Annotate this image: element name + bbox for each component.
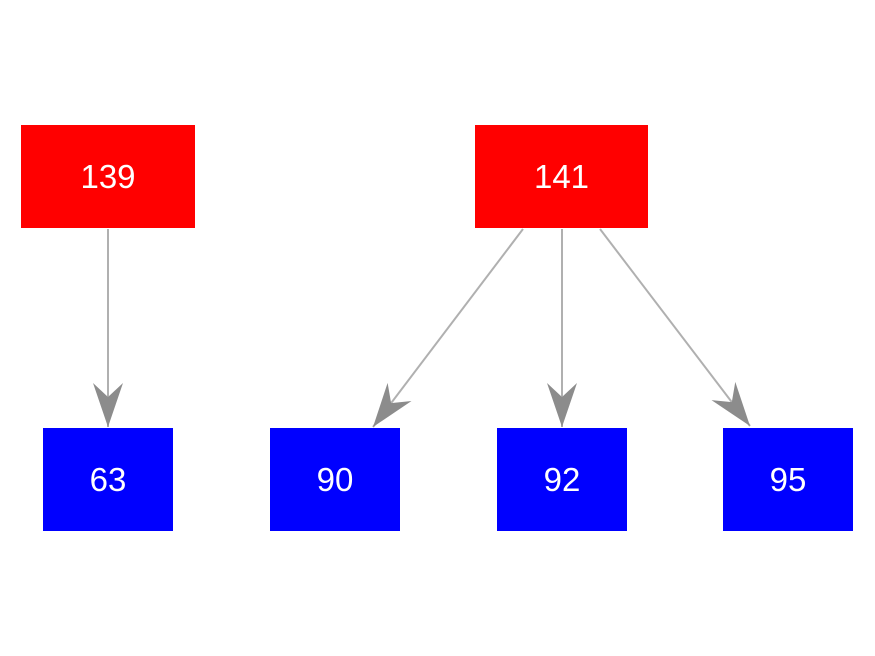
node-92-label: 92 [543,461,581,498]
node-141: 141 [475,125,648,228]
node-90-label: 90 [316,461,354,498]
node-141-label: 141 [533,158,590,195]
edge-141-95 [599,228,751,427]
edge-141-90 [372,228,524,428]
node-90: 90 [270,428,400,531]
node-139-label: 139 [80,158,136,195]
node-63: 63 [43,428,173,531]
node-139: 139 [21,125,195,228]
node-95-label: 95 [769,461,807,498]
node-92: 92 [497,428,627,531]
node-63-label: 63 [89,461,127,498]
node-95: 95 [723,428,853,531]
